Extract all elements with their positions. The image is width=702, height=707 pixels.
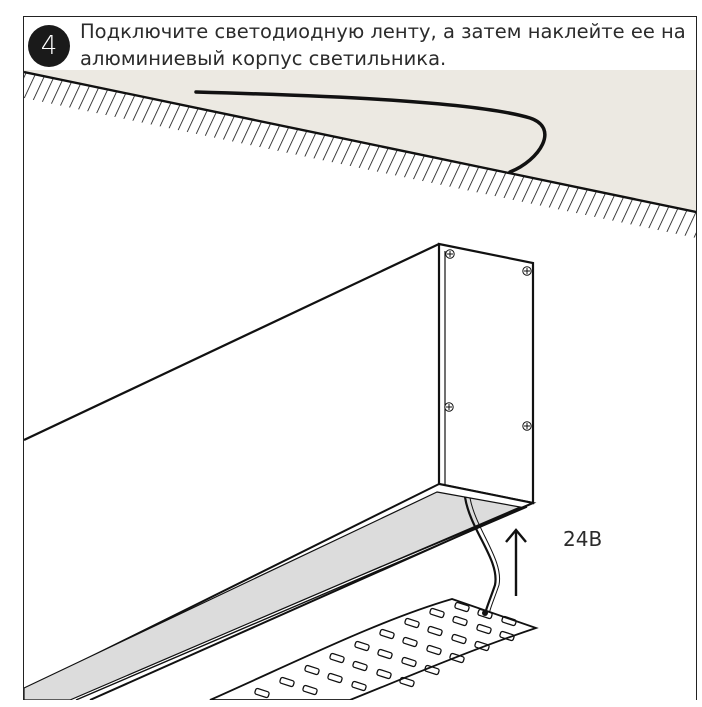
screw-icon bbox=[445, 249, 455, 259]
led-strip bbox=[209, 598, 539, 700]
figure-frame bbox=[23, 16, 697, 700]
instruction-line-1: Подключите светодиодную ленту, а затем н… bbox=[80, 20, 686, 43]
luminaire-end-cap bbox=[437, 242, 535, 505]
luminaire-body-outline bbox=[24, 243, 440, 441]
screw-icon bbox=[522, 421, 532, 431]
ceiling-hatching bbox=[24, 72, 696, 238]
channel-lower-edge bbox=[89, 502, 534, 700]
led-wire-red bbox=[469, 497, 501, 621]
led-wire-black bbox=[463, 496, 497, 621]
diffuser-strip bbox=[24, 491, 523, 700]
instruction-line-2: алюминиевый корпус светильника. bbox=[80, 47, 447, 70]
power-cable bbox=[194, 90, 547, 174]
step-instruction: Подключите светодиодную ленту, а затем н… bbox=[80, 18, 690, 72]
voltage-label: 24В bbox=[563, 527, 603, 551]
step-number-badge: 4 bbox=[28, 25, 70, 67]
screw-icon bbox=[522, 266, 532, 276]
ceiling-edge-line bbox=[24, 70, 696, 214]
arrow-up-icon bbox=[505, 528, 527, 596]
screw-icon bbox=[444, 402, 454, 412]
